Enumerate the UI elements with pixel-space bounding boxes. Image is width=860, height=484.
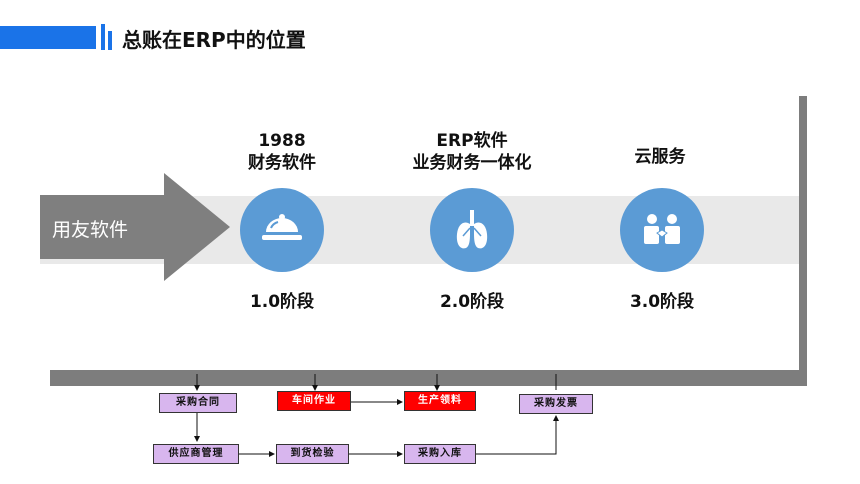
flow-goods-inspection: 到货检验 — [276, 444, 349, 464]
page-title: 总账在ERP中的位置 — [122, 28, 306, 52]
flow-purchase-invoice: 采购发票 — [519, 394, 593, 414]
stage-1-circle — [240, 188, 324, 272]
flow-workshop-ops: 车间作业 — [277, 391, 351, 411]
lungs-icon — [456, 210, 488, 249]
stage-1-heading: 1988 财务软件 — [222, 130, 342, 174]
flow-purchase-receipt: 采购入库 — [404, 444, 476, 464]
cloche-icon — [262, 214, 302, 240]
stage-2-label: 2.0阶段 — [439, 292, 505, 312]
stage-1-line2: 财务软件 — [248, 153, 316, 173]
flow-supplier-mgmt: 供应商管理 — [153, 444, 239, 464]
stage-3-circle — [620, 188, 704, 272]
flow-production-picking: 生产领料 — [404, 391, 476, 411]
arrow-label: 用友软件 — [52, 219, 129, 241]
flow-purchase-contract: 采购合同 — [159, 393, 237, 413]
stage-2-heading: ERP软件 业务财务一体化 — [392, 130, 552, 174]
header-accent-bar — [0, 26, 96, 49]
stage-3-label: 3.0阶段 — [629, 292, 695, 312]
stage-1-label: 1.0阶段 — [249, 292, 315, 312]
stage-2-line2: 业务财务一体化 — [412, 153, 532, 173]
stage-1-line1: 1988 — [258, 131, 306, 151]
stage-2-circle — [430, 188, 514, 272]
handshake-icon — [644, 214, 680, 244]
header-accent-tick — [101, 24, 105, 50]
stage-2-line1: ERP软件 — [436, 131, 508, 151]
timeline-arrow — [40, 173, 230, 281]
stage-3-heading: 云服务 — [600, 146, 720, 168]
stage-3-line2: 云服务 — [634, 147, 686, 167]
header-accent-tick — [108, 31, 112, 50]
